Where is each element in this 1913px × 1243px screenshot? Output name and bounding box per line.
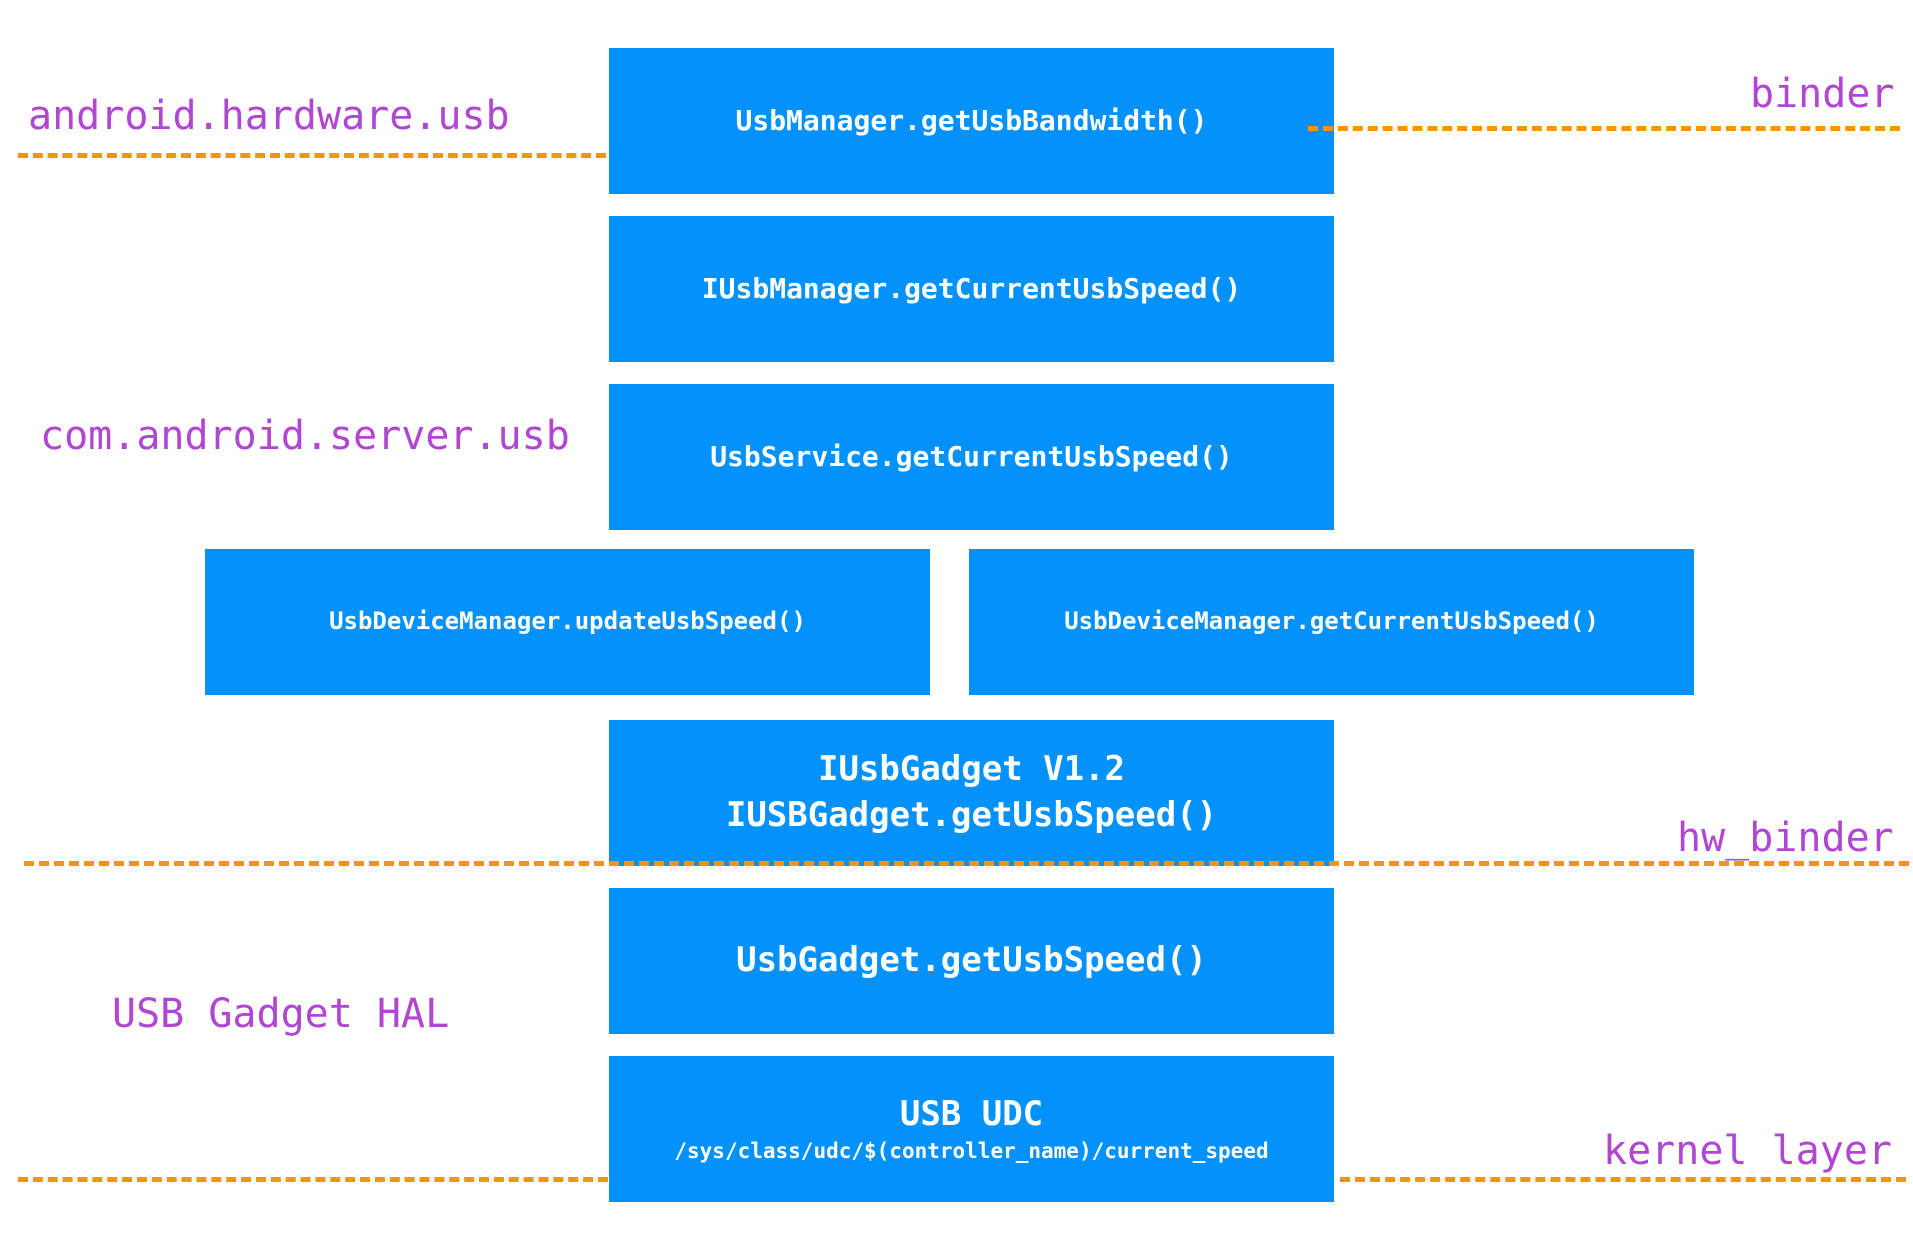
boundary-android-hardware-usb [18, 153, 606, 158]
usb-udc-title: USB UDC [899, 1094, 1044, 1135]
usb-device-manager-get-box: UsbDeviceManager.getCurrentUsbSpeed() [969, 549, 1694, 695]
usb-device-manager-update-label: UsbDeviceManager.updateUsbSpeed() [329, 607, 806, 636]
usb-service-box: UsbService.getCurrentUsbSpeed() [609, 384, 1334, 530]
boundary-hw-binder [24, 861, 1909, 866]
layer-label-hw-binder: hw_binder [1677, 815, 1894, 861]
boundary-binder [1308, 126, 1900, 131]
iusb-gadget-call-label: IUSBGadget.getUsbSpeed() [725, 795, 1218, 835]
boundary-kernel-left [18, 1177, 608, 1182]
usb-udc-box: USB UDC /sys/class/udc/$(controller_name… [609, 1056, 1334, 1202]
usb-udc-path: /sys/class/udc/$(controller_name)/curren… [674, 1139, 1269, 1164]
usb-service-label: UsbService.getCurrentUsbSpeed() [710, 439, 1233, 473]
usb-manager-label: UsbManager.getUsbBandwidth() [735, 103, 1208, 137]
usb-device-manager-update-box: UsbDeviceManager.updateUsbSpeed() [205, 549, 930, 695]
layer-label-usb-gadget-hal: USB Gadget HAL [112, 991, 450, 1037]
iusb-manager-box: IUsbManager.getCurrentUsbSpeed() [609, 216, 1334, 362]
layer-label-kernel-layer: kernel layer [1603, 1128, 1892, 1174]
layer-label-com-android-server-usb: com.android.server.usb [40, 413, 570, 459]
usb-manager-box: UsbManager.getUsbBandwidth() [609, 48, 1334, 194]
boundary-kernel-right [1340, 1177, 1906, 1182]
usb-gadget-box: UsbGadget.getUsbSpeed() [609, 888, 1334, 1034]
layer-label-binder: binder [1750, 71, 1895, 117]
iusb-gadget-version-label: IUsbGadget V1.2 [817, 749, 1126, 790]
usb-gadget-label: UsbGadget.getUsbSpeed() [736, 940, 1207, 981]
usb-device-manager-get-label: UsbDeviceManager.getCurrentUsbSpeed() [1064, 607, 1599, 636]
iusb-gadget-box: IUsbGadget V1.2 IUSBGadget.getUsbSpeed() [609, 720, 1334, 866]
iusb-manager-label: IUsbManager.getCurrentUsbSpeed() [701, 271, 1242, 305]
layer-label-android-hardware-usb: android.hardware.usb [28, 93, 510, 139]
